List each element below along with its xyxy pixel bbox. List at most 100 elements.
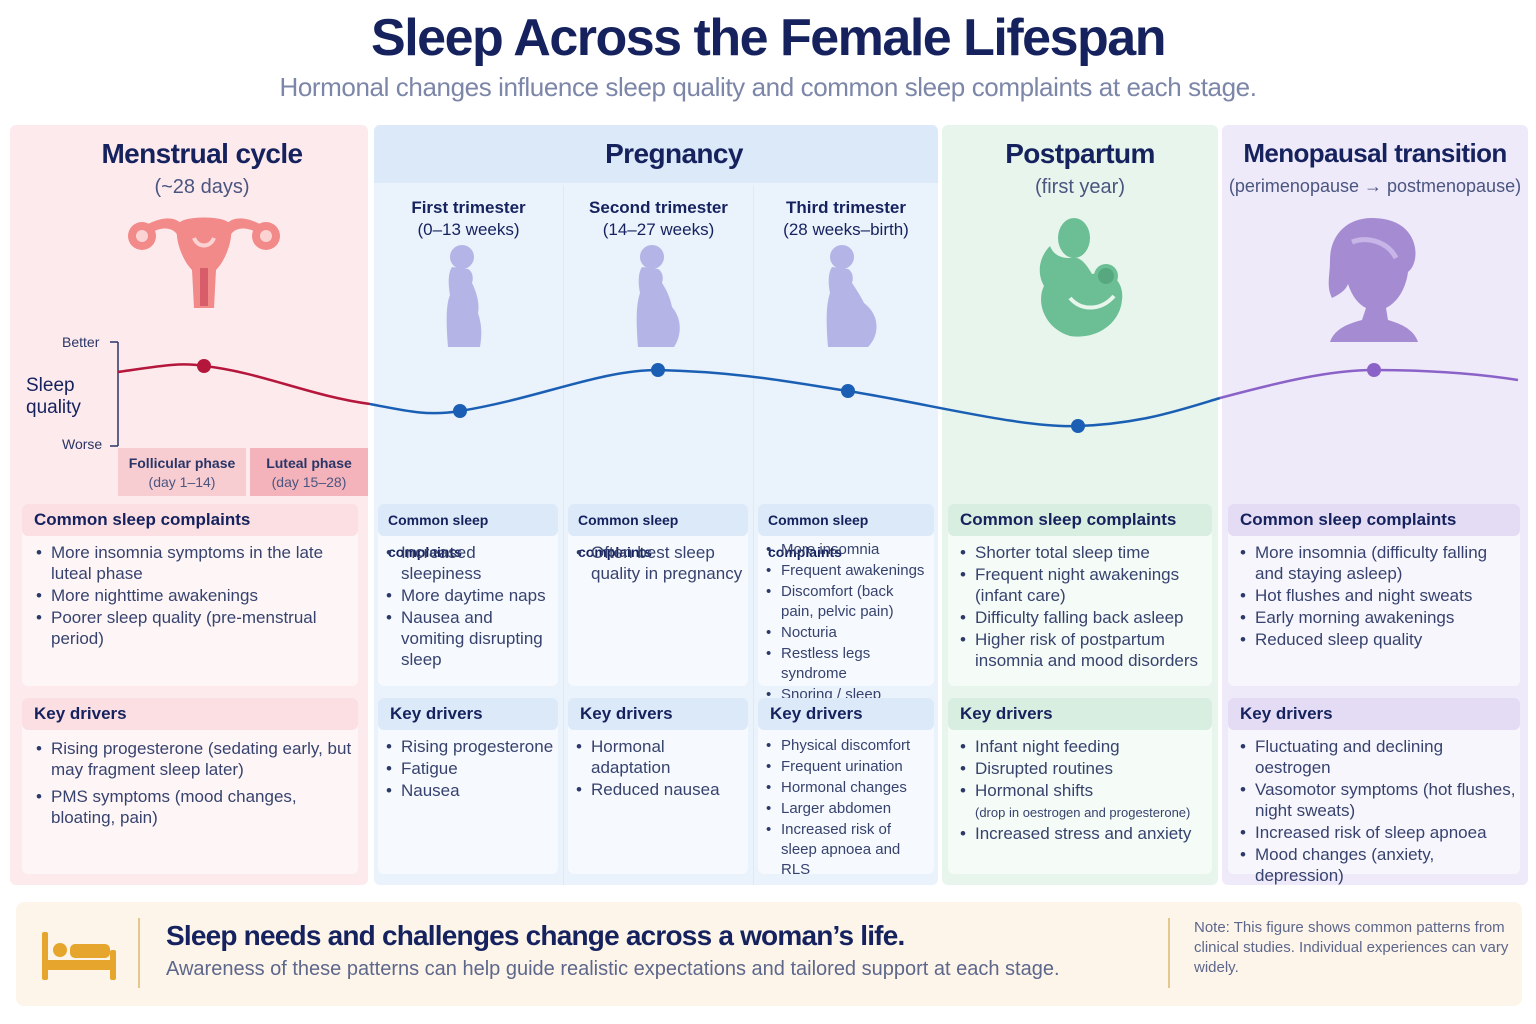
trimester-divider — [563, 185, 564, 885]
postpartum-point — [1071, 419, 1085, 433]
list-item: Rising progesterone — [386, 736, 554, 757]
drivers-heading: Key drivers — [568, 698, 748, 730]
trimester-1-drivers-box: Key drivers Rising progesterone Fatigue … — [378, 698, 558, 874]
trimester-3-point — [841, 384, 855, 398]
trimester-1-weeks: (0–13 weeks) — [417, 220, 520, 239]
page-title: Sleep Across the Female Lifespan — [371, 9, 1166, 67]
list-item: Nausea — [386, 780, 554, 801]
trimester-1-name: First trimester — [411, 198, 526, 217]
menopausal-woman-icon — [1328, 218, 1418, 342]
postpartum-title: Postpartum — [1005, 138, 1155, 169]
footer-subline: Awareness of these patterns can help gui… — [166, 958, 1060, 980]
bed-icon — [42, 932, 116, 980]
drivers-heading: Key drivers — [1228, 698, 1520, 730]
list-item: Fatigue — [386, 758, 554, 779]
trimester-3-drivers-box: Key drivers Physical discomfort Frequent… — [758, 698, 934, 878]
trimester-2-weeks: (14–27 weeks) — [602, 220, 715, 239]
list-item: Larger abdomen — [766, 799, 930, 819]
complaints-heading: Common sleep complaints — [758, 504, 934, 560]
follicular-phase-label: Follicular phase (day 1–14) — [118, 448, 246, 496]
phase-range: (day 15–28) — [271, 474, 347, 490]
uterus-icon — [128, 217, 280, 308]
luteal-phase-label: Luteal phase (day 15–28) — [250, 448, 368, 496]
list-item: Poorer sleep quality (pre-menstrual peri… — [36, 607, 354, 649]
trimester-1-complaints-box: Common sleep complaints Increased sleepi… — [378, 504, 558, 686]
list-item: More nighttime awakenings — [36, 585, 354, 606]
menopause-point — [1367, 363, 1381, 377]
trimester-1-point — [453, 404, 467, 418]
axis-better-label: Better — [62, 334, 100, 350]
list-item: Fluctuating and declining oestrogen — [1240, 736, 1516, 778]
list-item: PMS symptoms (mood changes, bloating, pa… — [36, 786, 354, 828]
trimester-2-point — [651, 363, 665, 377]
footer-headline: Sleep needs and challenges change across… — [166, 920, 905, 951]
phase-name: Follicular phase — [128, 455, 236, 471]
footer-divider — [138, 918, 140, 988]
trimester-divider — [753, 185, 754, 885]
quality-axis — [110, 341, 119, 447]
footer-note: Note: This figure shows common patterns … — [1194, 919, 1509, 976]
list-item: Disrupted routines — [960, 758, 1208, 779]
list-item: Higher risk of postpartum insomnia and m… — [960, 629, 1208, 671]
trimester-1-heading: First trimester (0–13 weeks) — [374, 197, 563, 241]
complaints-heading: Common sleep complaints — [378, 504, 558, 560]
phase-name: Luteal phase — [266, 455, 352, 471]
trimester-3-heading: Third trimester (28 weeks–birth) — [754, 197, 938, 241]
pregnant-figure-icon — [826, 245, 877, 347]
complaints-heading: Common sleep complaints — [1228, 504, 1520, 536]
list-item: Discomfort (back pain, pelvic pain) — [766, 582, 930, 622]
menopause-complaints-box: Common sleep complaints More insomnia (d… — [1228, 504, 1520, 686]
list-item: Frequent urination — [766, 757, 930, 777]
pregnancy-title: Pregnancy — [605, 138, 743, 169]
pregnancy-header-band — [374, 125, 938, 183]
list-item: Reduced nausea — [576, 779, 744, 800]
list-item: Hormonal adaptation — [576, 736, 744, 778]
list-item: Infant night feeding — [960, 736, 1208, 757]
drivers-heading: Key drivers — [758, 698, 934, 730]
driver-text: Hormonal shifts — [975, 781, 1094, 800]
drivers-heading: Key drivers — [378, 698, 558, 730]
list-item: Difficulty falling back asleep — [960, 607, 1208, 628]
trimester-3-complaints-box: Common sleep complaints More insomnia Fr… — [758, 504, 934, 723]
list-item: Hormonal changes — [766, 778, 930, 798]
page-subtitle: Hormonal changes influence sleep quality… — [279, 72, 1257, 102]
menstrual-title: Menstrual cycle — [101, 138, 303, 169]
list-item: Hormonal shifts (drop in oestrogen and p… — [960, 780, 1208, 822]
list-item: Often best sleep quality in pregnancy — [576, 542, 744, 584]
mother-and-baby-icon — [1039, 218, 1123, 337]
list-item: Nocturia — [766, 623, 930, 643]
list-item: More insomnia — [766, 540, 930, 560]
menstrual-complaints-box: Common sleep complaints More insomnia sy… — [22, 504, 358, 686]
list-item: Nausea and vomiting disrupting sleep — [386, 607, 554, 670]
complaints-heading: Common sleep complaints — [948, 504, 1212, 536]
complaints-heading: Common sleep complaints — [22, 504, 358, 536]
trimester-3-weeks: (28 weeks–birth) — [783, 220, 909, 239]
list-item: Increased risk of sleep apnoea — [1240, 822, 1516, 843]
pregnant-figure-icon — [636, 245, 680, 347]
phase-range: (day 1–14) — [148, 474, 216, 490]
list-item: Physical discomfort — [766, 736, 930, 756]
list-item: Early morning awakenings — [1240, 607, 1516, 628]
postpartum-drivers-box: Key drivers Infant night feeding Disrupt… — [948, 698, 1212, 874]
pregnancy-postpartum-curve — [369, 368, 1221, 428]
trimester-2-heading: Second trimester (14–27 weeks) — [564, 197, 753, 241]
drivers-heading: Key drivers — [22, 698, 358, 730]
list-item: Increased risk of sleep apnoea and RLS — [766, 820, 930, 880]
list-item: Reduced sleep quality — [1240, 629, 1516, 650]
list-item: More daytime naps — [386, 585, 554, 606]
list-item: Restless legs syndrome — [766, 644, 930, 684]
trimester-3-name: Third trimester — [786, 198, 906, 217]
menstrual-point — [197, 359, 211, 373]
list-item: Hot flushes and night sweats — [1240, 585, 1516, 606]
list-item: Increased stress and anxiety — [960, 823, 1208, 844]
menopause-subtitle: (perimenopause → postmenopause) — [1228, 176, 1522, 196]
drivers-heading: Key drivers — [948, 698, 1212, 730]
menstrual-subtitle: (~28 days) — [154, 176, 250, 198]
y-axis-label: Sleep quality — [26, 375, 81, 418]
trimester-2-name: Second trimester — [589, 198, 728, 217]
menstrual-drivers-box: Key drivers Rising progesterone (sedatin… — [22, 698, 358, 874]
list-item: Vasomotor symptoms (hot flushes, night s… — [1240, 779, 1516, 821]
list-item: Frequent night awakenings (infant care) — [960, 564, 1208, 606]
menopause-drivers-box: Key drivers Fluctuating and declining oe… — [1228, 698, 1520, 885]
list-item: Frequent awakenings — [766, 561, 930, 581]
